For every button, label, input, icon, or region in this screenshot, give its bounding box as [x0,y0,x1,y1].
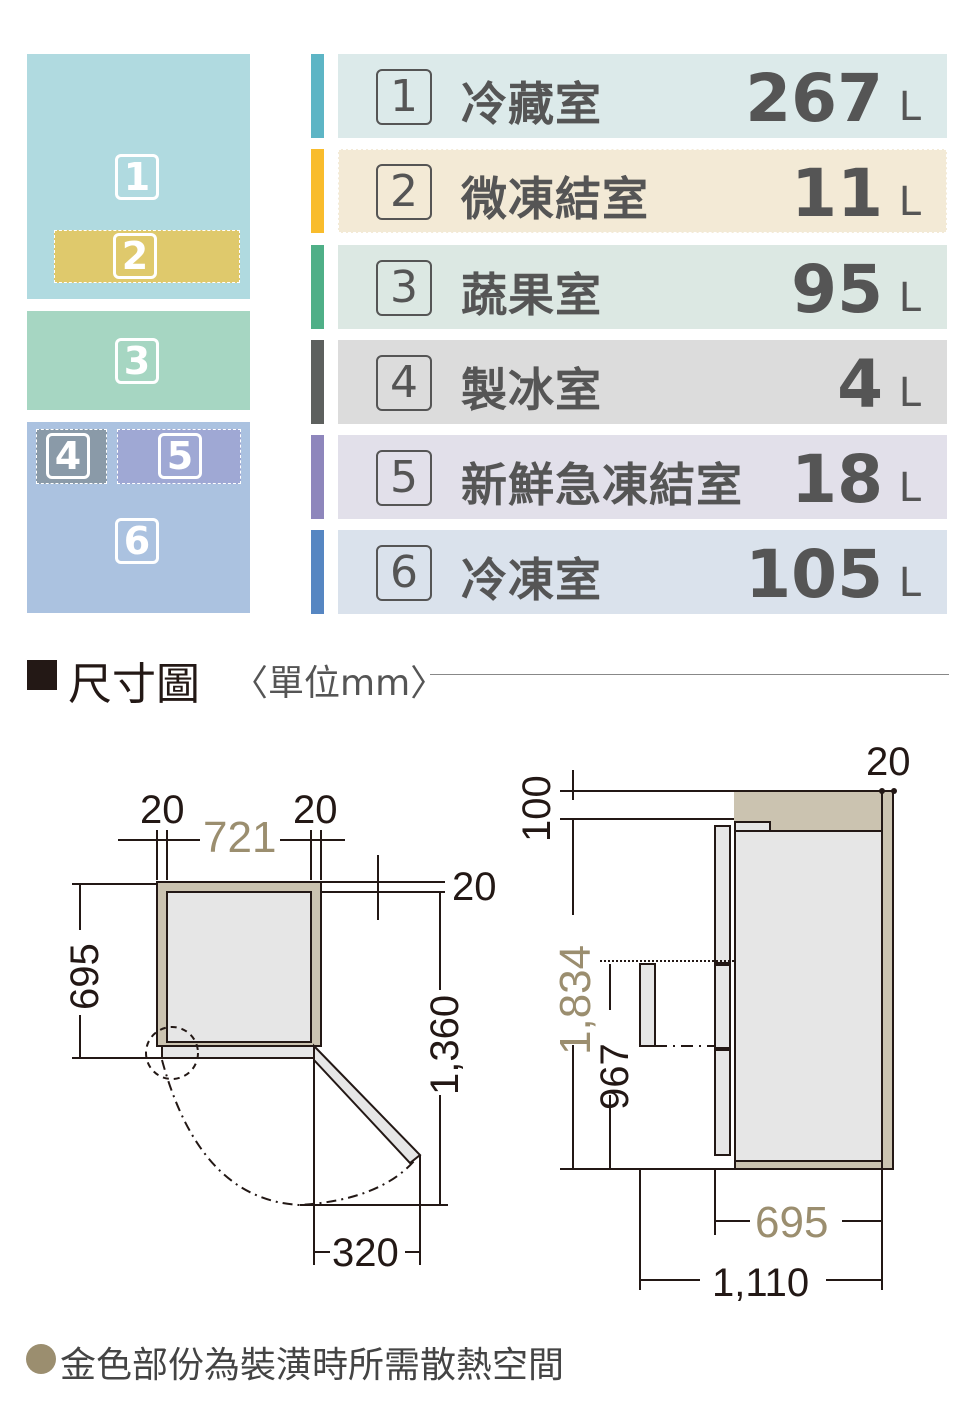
color-bar [311,149,324,233]
zone-3-block [27,311,250,410]
compartment-volume: 267 [745,60,883,137]
row-background [338,149,947,233]
compartment-row: 2 微凍結室 11 L [311,149,947,233]
compartment-row: 5 新鮮急凍結室 18 L [311,435,947,519]
section-square-icon [27,660,57,690]
compartment-volume: 11 [791,155,883,232]
compartment-volume: 4 [837,346,883,423]
compartment-name: 冷藏室 [461,77,602,131]
side-view-drawing [560,770,894,1290]
zone-1-badge: 1 [115,154,159,200]
compartment-name: 製冰室 [461,363,602,417]
compartment-volume: 105 [745,536,883,613]
unit-note: 〈單位mm〉 [232,663,447,704]
top-depth: 695 [63,943,107,1010]
row-background [338,435,947,519]
section-rule [430,674,949,675]
section-title: 尺寸圖 [68,659,200,710]
top-view-drawing [72,830,448,1265]
zone-4-badge: 4 [46,433,90,479]
compartment-name: 新鮮急凍結室 [461,458,743,512]
side-handle-height: 967 [593,1043,637,1110]
color-bar [311,245,324,329]
compartment-number: 2 [376,164,432,220]
side-gap-back: 20 [866,740,911,784]
volume-unit: L [898,179,921,225]
compartment-name: 冷凍室 [461,553,602,607]
compartment-name: 微凍結室 [461,172,649,226]
side-top-clearance: 100 [515,775,559,842]
side-depth: 695 [755,1198,828,1247]
top-door-clearance: 320 [332,1231,399,1275]
zone-5-badge: 5 [158,433,202,479]
row-background [338,54,947,138]
compartment-row: 3 蔬果室 95 L [311,245,947,329]
volume-unit: L [898,560,921,606]
color-bar [311,435,324,519]
zone-6-badge: 6 [115,518,159,564]
compartment-number: 4 [376,355,432,411]
compartment-number: 3 [376,260,432,316]
row-background [338,530,947,614]
volume-unit: L [898,465,921,511]
compartment-number: 1 [376,69,432,125]
footnote: 金色部份為裝潢時所需散熱空間 [60,1345,565,1386]
compartment-number: 6 [376,545,432,601]
volume-unit: L [898,275,921,321]
volume-unit: L [898,370,921,416]
zone-2-block [54,230,240,283]
compartment-row: 6 冷凍室 105 L [311,530,947,614]
zone-5-block [117,429,241,484]
compartment-row: 1 冷藏室 267 L [311,54,947,138]
gold-dot-icon [26,1344,56,1374]
compartment-volume: 95 [791,251,883,328]
compartment-volume: 18 [791,441,883,518]
side-height: 1,834 [551,945,600,1055]
top-door-open-depth: 1,360 [423,995,467,1095]
row-background [338,245,947,329]
compartment-number: 5 [376,450,432,506]
compartment-name: 蔬果室 [461,268,602,322]
top-gap-back: 20 [452,865,497,909]
top-gap-right: 20 [293,788,338,832]
row-background [338,340,947,424]
color-bar [311,54,324,138]
top-gap-left: 20 [140,788,185,832]
side-door-open-depth: 1,110 [712,1261,809,1305]
top-width: 721 [203,813,276,862]
volume-unit: L [898,84,921,130]
zone-3-badge: 3 [115,338,159,384]
color-bar [311,530,324,614]
color-bar [311,340,324,424]
zone-2-badge: 2 [113,233,157,279]
compartment-row: 4 製冰室 4 L [311,340,947,424]
